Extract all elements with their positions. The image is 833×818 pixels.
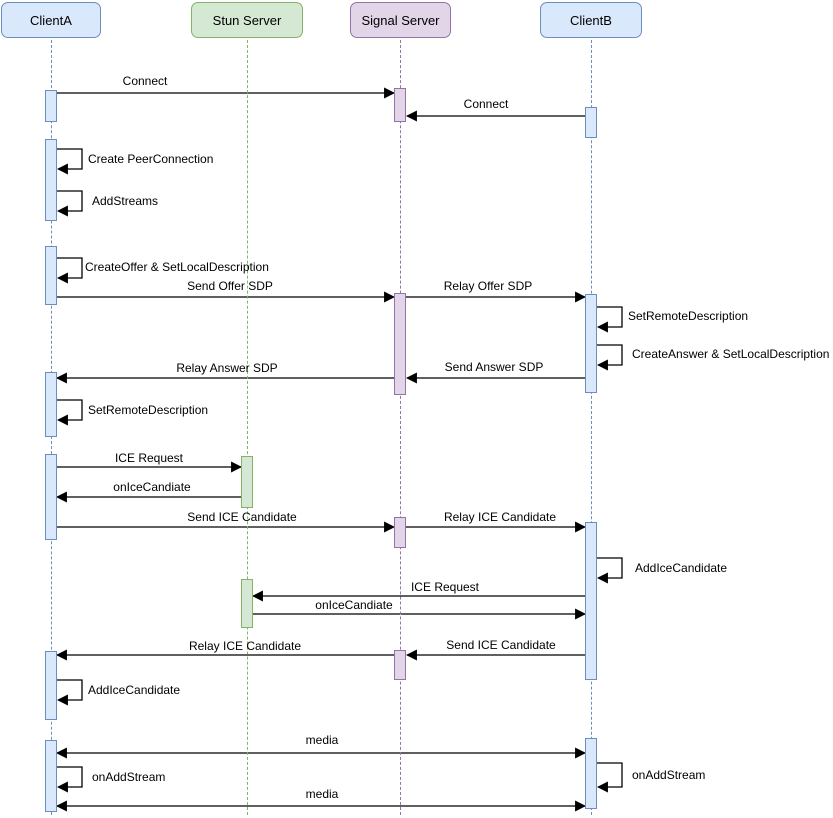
message-label: SetRemoteDescription	[628, 309, 749, 323]
lifeline-clientb	[590, 40, 592, 815]
message-label: Relay Answer SDP	[176, 361, 278, 375]
message-label: onIceCandiate	[113, 480, 191, 494]
self-message-arrow	[56, 679, 83, 706]
message-label: media	[305, 733, 339, 747]
actor-label-clienta: ClientA	[30, 12, 72, 28]
message-label: Send Answer SDP	[444, 360, 544, 374]
actor-label-signal: Signal Server	[361, 12, 440, 28]
message-label: onIceCandiate	[315, 598, 393, 612]
message-label: Create PeerConnection	[88, 152, 214, 166]
activation-stun	[241, 456, 253, 508]
activation-stun	[241, 579, 253, 628]
message-label: Connect	[122, 74, 168, 88]
message-label: onAddStream	[632, 768, 706, 782]
self-message-arrow	[596, 344, 623, 371]
actor-signal: Signal Server	[350, 2, 451, 38]
message-label: CreateAnswer & SetLocalDescription	[632, 347, 830, 361]
message-label: SetRemoteDescription	[88, 403, 209, 417]
message-label: Relay ICE Candidate	[188, 639, 302, 653]
message-label: AddIceCandidate	[88, 683, 181, 697]
lifeline-stun	[246, 40, 248, 815]
activation-clienta	[45, 651, 57, 720]
activation-clientb	[585, 522, 597, 680]
actor-clienta: ClientA	[1, 2, 101, 38]
self-message-arrow	[56, 399, 83, 426]
activation-clientb	[585, 294, 597, 393]
actor-clientb: ClientB	[540, 2, 642, 38]
message-label: ICE Request	[410, 580, 480, 594]
activation-clienta	[45, 246, 57, 305]
activation-signal	[394, 293, 406, 395]
message-label: Relay ICE Candidate	[443, 510, 557, 524]
self-message-arrow	[596, 557, 623, 584]
activation-clienta	[45, 90, 57, 122]
activation-clienta	[45, 454, 57, 540]
message-label: CreateOffer & SetLocalDescription	[85, 260, 269, 274]
activation-clienta	[45, 372, 57, 437]
actor-stun: Stun Server	[191, 2, 303, 38]
message-label: media	[305, 787, 339, 801]
self-message-arrow	[56, 766, 83, 793]
self-message-arrow	[596, 306, 623, 333]
self-message-arrow	[56, 257, 83, 284]
message-label: onAddStream	[92, 770, 166, 784]
self-message-arrow	[56, 190, 83, 217]
self-message-arrow	[56, 148, 83, 175]
message-label: AddIceCandidate	[635, 561, 728, 575]
actor-label-clientb: ClientB	[570, 12, 612, 28]
activation-signal	[394, 517, 406, 548]
message-label: Relay Offer SDP	[443, 279, 533, 293]
self-message-arrow	[596, 762, 623, 793]
message-label: Send Offer SDP	[187, 279, 273, 293]
message-label: ICE Request	[114, 451, 184, 465]
message-label: AddStreams	[92, 194, 159, 208]
activation-signal	[394, 88, 406, 122]
message-label: Send ICE Candidate	[446, 638, 556, 652]
activation-signal	[394, 650, 406, 680]
message-label: Send ICE Candidate	[187, 510, 297, 524]
message-label: Connect	[463, 97, 509, 111]
lifeline-signal	[399, 40, 401, 815]
activation-clientb	[585, 738, 597, 809]
actor-label-stun: Stun Server	[212, 12, 282, 28]
activation-clienta	[45, 139, 57, 221]
activation-clientb	[585, 107, 597, 138]
activation-clienta	[45, 740, 57, 812]
